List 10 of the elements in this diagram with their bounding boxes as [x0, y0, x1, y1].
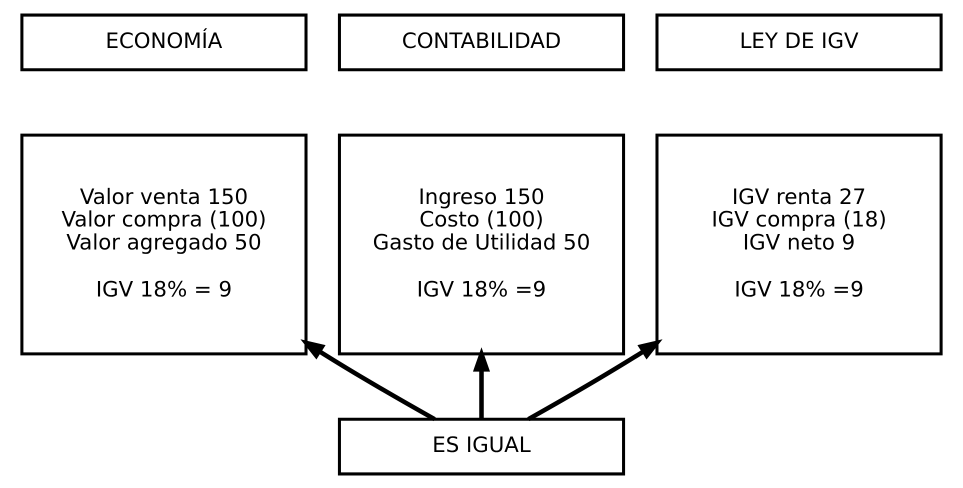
- node-box: CONTABILIDAD: [338, 13, 626, 71]
- arrow: [472, 346, 490, 419]
- arrow: [527, 338, 663, 421]
- node-box: Ingreso 150 Costo (100) Gasto de Utilidad 50 IGV 18% =9: [338, 133, 626, 355]
- node-box: IGV renta 27 IGV compra (18) IGV neto 9 IGV 18% =9: [655, 133, 943, 355]
- node-box: LEY DE IGV: [655, 13, 943, 71]
- node-box: ES IGUAL: [338, 417, 626, 475]
- arrow: [300, 338, 436, 421]
- node-box: Valor venta 150 Valor compra (100) Valor agregado 50 IGV 18% = 9: [20, 133, 308, 355]
- node-box: ECONOMÍA: [20, 13, 308, 71]
